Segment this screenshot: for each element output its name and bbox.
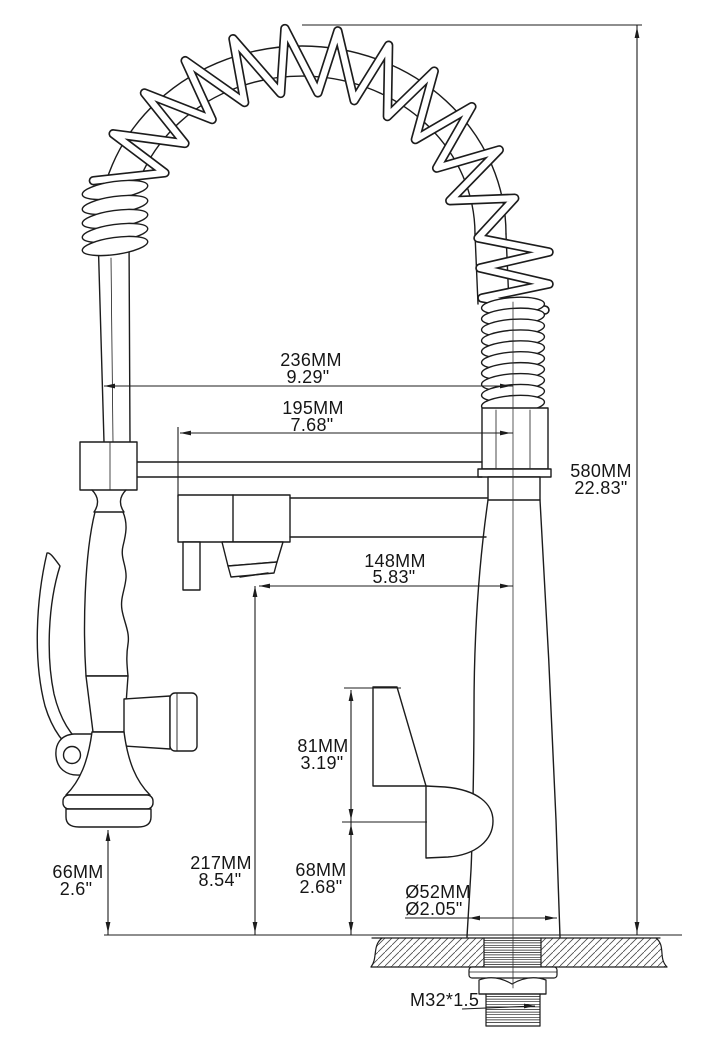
mounting-nut <box>478 977 547 995</box>
dim-236-mm: 236MM <box>280 350 342 370</box>
arrowhead-r <box>500 583 511 589</box>
arrowhead-d <box>348 922 354 933</box>
hose-left-mid <box>110 257 114 443</box>
dimension-lines <box>104 24 682 1010</box>
spray-head <box>36 441 198 828</box>
dimension-arrowheads <box>104 27 640 1009</box>
riser-neck <box>487 476 541 501</box>
arrowhead-l <box>104 383 115 389</box>
dim-217-mm: 217MM <box>190 853 252 873</box>
dim-81-inch: 3.19" <box>301 753 344 773</box>
spray-face-plate <box>62 794 154 810</box>
deck-break-right <box>655 937 668 968</box>
handle-ball-joint <box>425 785 494 859</box>
dim-52-mm: Ø52MM <box>405 882 471 902</box>
arrowhead-d <box>348 809 354 820</box>
arrowhead-u <box>634 27 640 38</box>
spray-holder-block <box>79 441 138 491</box>
spray-trigger <box>36 552 86 756</box>
dim-81-mm: 81MM <box>297 736 348 756</box>
arrowhead-l <box>469 915 480 921</box>
spray-neck-right <box>119 489 127 513</box>
countertop-section <box>370 937 668 1027</box>
dim-148-inch: 5.83" <box>373 567 416 587</box>
deck-hatch-right <box>541 938 667 967</box>
spray-face-cap <box>65 808 152 828</box>
riser-coupling-lip <box>477 468 552 478</box>
spout-block <box>177 494 291 543</box>
arrowhead-d <box>252 922 258 933</box>
spring-ribbon-fill <box>90 25 553 314</box>
body-left-edge <box>466 499 489 938</box>
spring-coil <box>81 23 554 414</box>
hose-left-inner <box>128 233 131 443</box>
deck-hatch-left <box>371 938 484 967</box>
body-right-edge <box>539 499 561 938</box>
dimension-labels: 236MM 9.29" 195MM 7.68" 580MM 22.83" 148… <box>52 350 631 1010</box>
dim-52-inch: Ø2.05" <box>405 899 462 919</box>
arrowhead-d <box>105 922 111 933</box>
trigger-pivot-pin <box>62 745 82 765</box>
dim-580-inch: 22.83" <box>574 478 627 498</box>
arrowhead-u <box>105 830 111 841</box>
hose-left-outer <box>97 233 105 443</box>
hose-outer-curve <box>97 45 507 235</box>
thread-spec-label: M32*1.5 <box>410 990 479 1010</box>
spray-grip <box>83 511 130 677</box>
dim-580-mm: 580MM <box>570 461 632 481</box>
deck-break-left <box>370 937 383 968</box>
spray-neck-left <box>91 489 99 513</box>
arrowhead-u <box>348 690 354 701</box>
dim-68-mm: 68MM <box>295 860 346 880</box>
arrowhead-r <box>545 915 556 921</box>
dim-148-mm: 148MM <box>364 551 426 571</box>
dim-217-inch: 8.54" <box>199 870 242 890</box>
leader-line-m32 <box>461 1005 536 1010</box>
spout-nozzle-tip <box>239 572 269 578</box>
dim-66-mm: 66MM <box>52 862 103 882</box>
arrowhead-u <box>252 586 258 597</box>
arrowhead-u <box>348 824 354 835</box>
riser-coupling-block <box>481 407 549 470</box>
side-connector-cap <box>169 692 198 752</box>
dim-195-inch: 7.68" <box>291 415 334 435</box>
spout-assembly <box>136 461 488 591</box>
arrowhead-r <box>500 383 511 389</box>
dim-68-inch: 2.68" <box>300 877 343 897</box>
arrowhead-l <box>259 583 270 589</box>
arrowhead-l <box>180 430 191 436</box>
spray-valve-body <box>85 675 129 733</box>
arrowhead-d <box>634 922 640 933</box>
spring-hose-arch <box>81 23 554 443</box>
dim-66-inch: 2.6" <box>60 879 93 899</box>
diverter-leg <box>182 541 201 591</box>
shank-threads-upper <box>484 940 541 965</box>
dim-195-mm: 195MM <box>282 398 344 418</box>
arrowhead-r <box>524 1003 535 1009</box>
arrowhead-r <box>500 430 511 436</box>
shank-threads-lower <box>486 996 540 1023</box>
handle-lever <box>372 686 427 787</box>
dim-236-inch: 9.29" <box>287 367 330 387</box>
side-connector-cylinder <box>123 695 171 750</box>
riser-body <box>372 407 561 938</box>
spring-wrap-ring <box>81 235 149 257</box>
